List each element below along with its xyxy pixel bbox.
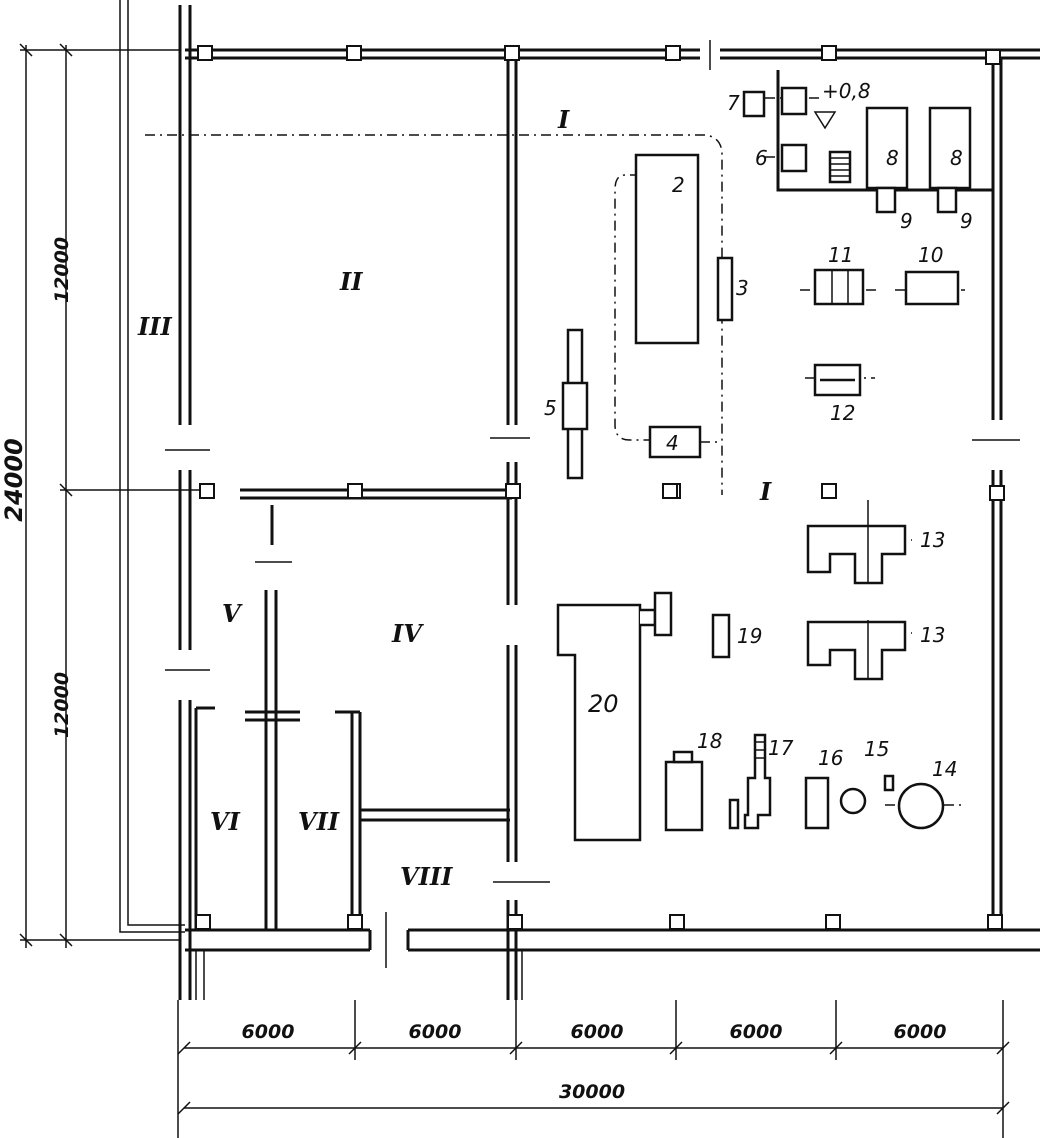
elevation-triangle — [813, 111, 837, 130]
dim-lower-height: 12000 — [51, 672, 73, 738]
equipment-20 — [556, 603, 642, 842]
label-14: 14 — [932, 757, 957, 781]
room-V: V — [222, 599, 243, 628]
label-13a: 13 — [920, 528, 945, 552]
dim-total-width: 30000 — [559, 1081, 625, 1103]
label-7: 7 — [727, 91, 740, 115]
dim-bay-2: 6000 — [409, 1021, 462, 1043]
label-6: 6 — [755, 146, 768, 170]
label-15: 15 — [864, 737, 889, 761]
label-13b: 13 — [920, 623, 945, 647]
equipment-7 — [742, 90, 766, 118]
service-lines — [145, 97, 965, 806]
equipment-6 — [780, 143, 808, 173]
equipment-16 — [804, 776, 830, 830]
walls — [119, 0, 1040, 1000]
room-III: III — [137, 312, 172, 341]
label-18: 18 — [697, 729, 722, 753]
equipment-8b — [928, 106, 972, 190]
label-20: 20 — [588, 690, 619, 718]
equipment-9b — [936, 186, 958, 214]
equipment — [556, 70, 993, 842]
label-12: 12 — [830, 401, 855, 425]
equipment-3 — [716, 256, 734, 322]
equipment-13b — [806, 620, 907, 681]
equipment-13a — [806, 524, 907, 585]
equipment-enclosure — [776, 70, 993, 192]
dim-bay-5: 6000 — [894, 1021, 947, 1043]
dim-bay-1: 6000 — [242, 1021, 295, 1043]
label-2: 2 — [672, 173, 685, 197]
label-11: 11 — [828, 243, 853, 267]
label-3: 3 — [736, 276, 749, 300]
room-VI: VI — [210, 807, 241, 836]
labels: 24000 12000 12000 6000 6000 6000 6000 60… — [0, 79, 973, 1103]
equipment-2 — [634, 153, 700, 345]
equipment-14 — [897, 782, 945, 830]
label-17: 17 — [768, 736, 794, 760]
elevation-mark: +0,8 — [822, 79, 871, 103]
equipment-15 — [839, 787, 867, 815]
label-8b: 8 — [950, 146, 963, 170]
room-II: II — [339, 267, 363, 296]
label-9b: 9 — [960, 209, 973, 233]
equipment-10 — [904, 270, 960, 306]
equipment-5-body — [561, 381, 589, 431]
room-VIII: VIII — [400, 862, 453, 891]
label-16: 16 — [818, 746, 843, 770]
equipment-9a — [875, 186, 897, 214]
label-8a: 8 — [886, 146, 899, 170]
label-5: 5 — [544, 396, 557, 420]
dim-total-height: 24000 — [0, 438, 28, 522]
room-I: I — [759, 477, 772, 506]
equipment-12 — [813, 363, 862, 397]
room-VII: VII — [298, 807, 340, 836]
equipment-19 — [711, 613, 731, 659]
dim-upper-height: 12000 — [51, 237, 73, 303]
label-19: 19 — [737, 624, 762, 648]
equipment-18 — [664, 760, 704, 832]
label-10: 10 — [918, 243, 943, 267]
label-4: 4 — [666, 431, 679, 455]
label-9a: 9 — [900, 209, 913, 233]
dim-bay-4: 6000 — [730, 1021, 783, 1043]
dimension-lines — [19, 43, 1010, 1138]
equipment-17 — [743, 733, 772, 830]
equipment-11 — [813, 268, 865, 306]
room-I-top: I — [557, 105, 570, 134]
dim-bay-3: 6000 — [571, 1021, 624, 1043]
equipment-4 — [648, 425, 702, 459]
room-IV: IV — [391, 619, 424, 648]
